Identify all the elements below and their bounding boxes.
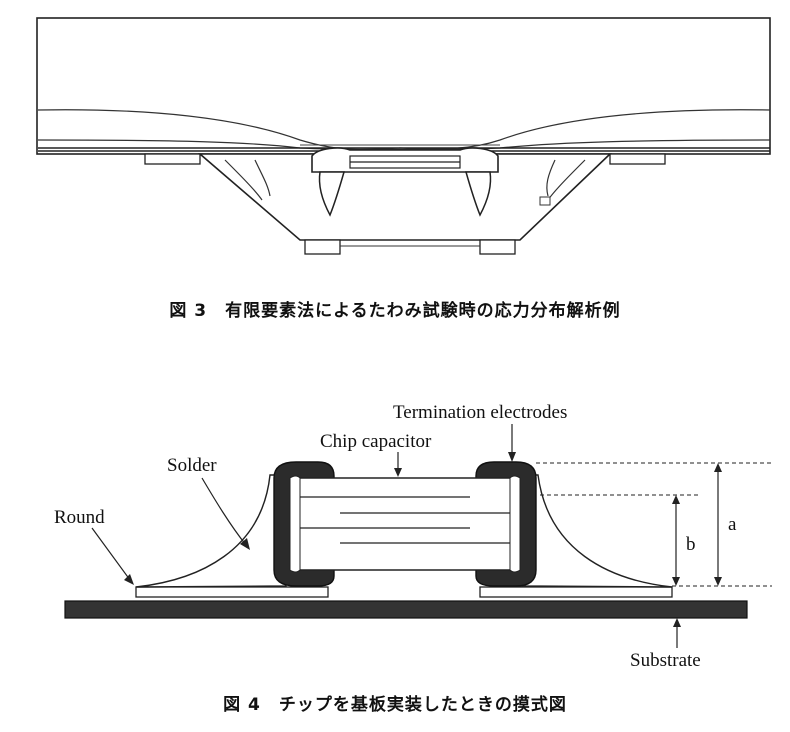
arrowhead (240, 538, 250, 550)
label-round: Round (54, 507, 105, 528)
fem-foot-left (304, 239, 341, 255)
arrowhead (673, 618, 681, 627)
chip-mounting-figure: Termination electrodes Chip capacitor So… (0, 380, 790, 680)
arrowhead (672, 495, 680, 504)
fem-analysis-figure (0, 0, 790, 290)
fem-stress-contour (254, 159, 271, 197)
arrowhead (124, 574, 134, 585)
chip-end-cap-right (509, 475, 521, 573)
leader-solder (201, 477, 247, 546)
solder-fillet-right (521, 474, 673, 588)
land-left (135, 586, 329, 598)
label-dimension-a: a (728, 514, 737, 535)
fem-stress-contour (224, 159, 263, 201)
figure4-caption: 図 4 チップを基板実装したときの摸式図 (223, 695, 567, 715)
land-right (479, 586, 673, 598)
arrowhead (714, 463, 722, 472)
substrate-board (64, 600, 748, 619)
label-termination-electrodes: Termination electrodes (393, 402, 567, 423)
label-substrate: Substrate (630, 650, 701, 671)
figure3-caption: 図 3 有限要素法によるたわみ試験時の応力分布解析例 (169, 301, 621, 321)
fem-analysis-drawing (36, 17, 771, 255)
fem-stress-contour (546, 159, 556, 197)
fem-node-marker (539, 196, 551, 206)
label-solder: Solder (167, 455, 217, 476)
fem-land-right (609, 153, 666, 165)
label-chip-capacitor: Chip capacitor (320, 431, 432, 452)
arrowhead (394, 468, 402, 477)
chip-end-cap-left (289, 475, 301, 573)
fem-solder-fillet-left (318, 171, 345, 217)
arrowhead (508, 452, 516, 462)
fem-substrate-outline (36, 17, 771, 155)
fem-foot-right (479, 239, 516, 255)
fem-land-left (144, 153, 201, 165)
solder-fillet-left (135, 474, 287, 588)
arrowhead (714, 577, 722, 586)
leader-round (91, 527, 131, 581)
fem-solder-fillet-right (465, 171, 492, 217)
label-dimension-b: b (686, 534, 696, 555)
chip-mounting-drawing: Termination electrodes Chip capacitor So… (54, 402, 772, 671)
arrowhead (672, 577, 680, 586)
chip-capacitor-body (295, 477, 515, 571)
